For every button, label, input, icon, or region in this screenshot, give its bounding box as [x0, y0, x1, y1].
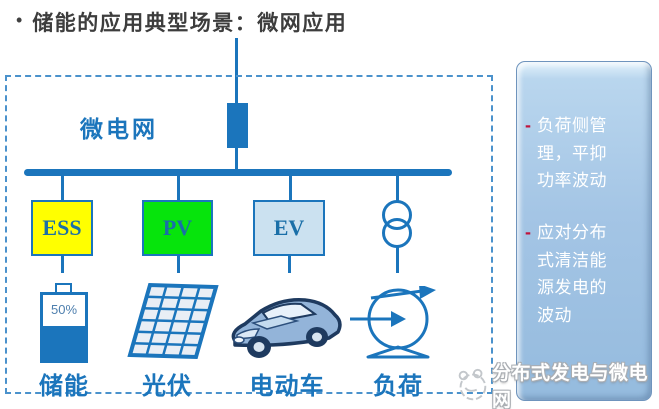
panel-bullet-1-text: 负荷侧管理，平抑功率波动	[537, 116, 607, 190]
watermark-logo-icon	[458, 368, 487, 401]
ess-drop-line	[61, 176, 64, 201]
ev-drop-line	[289, 176, 292, 201]
watermark-text: 分布式发电与微电网	[491, 363, 648, 409]
load-icon	[346, 284, 446, 362]
pv-stub-line	[177, 256, 180, 273]
ev-label: 电动车	[249, 373, 325, 400]
bullet-dash-marker: -	[525, 222, 531, 242]
side-panel: - 负荷侧管理，平抑功率波动 - 应对分布式清洁能源发电的波动	[516, 61, 652, 401]
page-title: 储能的应用典型场景：微网应用	[32, 12, 348, 35]
panel-bullet-2-text: 应对分布式清洁能源发电的波动	[537, 223, 607, 325]
breaker-drop-line	[235, 148, 238, 171]
microgrid-boundary	[5, 75, 493, 394]
pv-converter-box: PV	[142, 200, 213, 256]
transformer-drop-line	[396, 176, 399, 202]
battery-body: 50%	[40, 292, 88, 363]
microgrid-label: 微电网	[80, 116, 158, 142]
watermark: 分布式发电与微电网	[452, 358, 659, 409]
pv-drop-line	[177, 176, 180, 201]
ess-label: 储能	[39, 373, 89, 400]
ev-box-label: EV	[273, 215, 305, 240]
battery-fill	[43, 326, 85, 360]
transformer-icon	[382, 218, 412, 248]
solar-panel-icon	[125, 280, 221, 362]
slide-title-row: • 储能的应用典型场景：微网应用	[12, 7, 347, 37]
pv-label: 光伏	[142, 373, 192, 400]
ess-stub-line	[61, 256, 64, 273]
breaker-icon	[227, 103, 248, 148]
bullet-dash-marker: -	[525, 115, 531, 135]
grid-feed-line	[235, 38, 238, 104]
title-bullet: •	[16, 10, 23, 30]
panel-bullet-1: - 负荷侧管理，平抑功率波动	[517, 112, 615, 195]
ev-stub-line	[288, 255, 291, 273]
pv-box-label: PV	[162, 215, 193, 240]
car-icon	[225, 285, 349, 369]
ess-converter-box: ESS	[31, 200, 93, 256]
ev-converter-box: EV	[253, 200, 325, 256]
panel-bullet-2: - 应对分布式清洁能源发电的波动	[517, 219, 615, 329]
battery-percent-label: 50%	[50, 302, 78, 317]
load-label: 负荷	[373, 373, 423, 400]
transformer-stub-line	[396, 247, 399, 273]
bus-line	[24, 169, 452, 176]
battery-icon: 50%	[40, 283, 88, 363]
ess-box-label: ESS	[42, 215, 82, 240]
